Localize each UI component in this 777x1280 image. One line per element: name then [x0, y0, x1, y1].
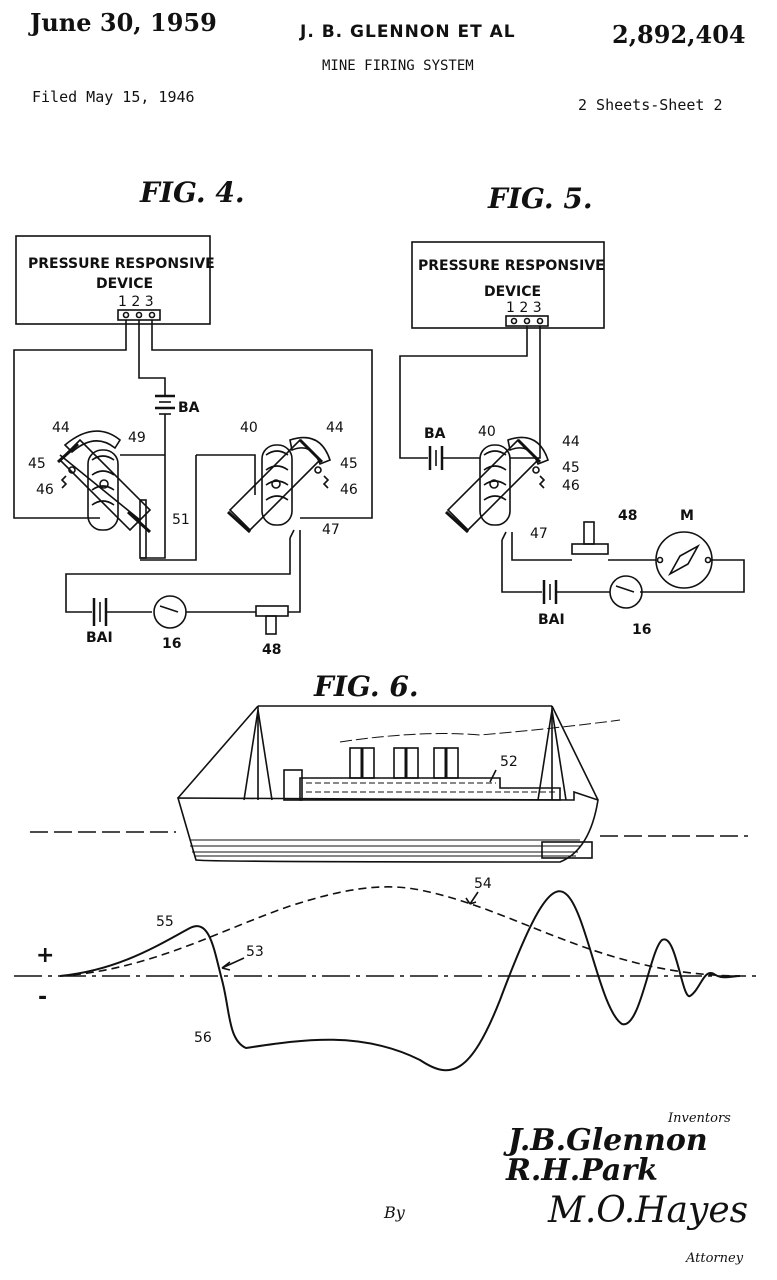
fig5-contact-47 [501, 531, 513, 541]
fig5-label-46: 46 [562, 478, 580, 494]
fig5-pressure-device-box [411, 241, 605, 329]
fig5-label-44: 44 [562, 434, 580, 450]
fig5-label-16: 16 [632, 622, 651, 638]
patent-number: 2,892,404 [612, 20, 746, 49]
fig4-box-line1: PRESSURE RESPONSIVE [28, 256, 215, 272]
fig4-label-bai: BAI [86, 630, 113, 646]
inventors-label: Inventors [667, 1111, 731, 1126]
fig6-minus-sign: - [38, 985, 47, 1010]
fig4-detonator-16 [153, 595, 187, 629]
fig6-label-56: 56 [194, 1030, 212, 1046]
attorney-label: Attorney [685, 1251, 744, 1266]
fig6-ship-52 [176, 705, 621, 863]
fig5-label-bai: BAI [538, 612, 565, 628]
fig4-relay-right [226, 436, 331, 534]
fig4-box-line2: DEVICE [96, 276, 153, 292]
fig6-label-52: 52 [500, 754, 518, 770]
fig4-label-46b: 46 [340, 482, 358, 498]
patent-date: June 30, 1959 [30, 8, 217, 37]
fig4-label-45a: 45 [28, 456, 46, 472]
fig5-switch-48 [571, 543, 609, 555]
fig4-label-47: 47 [322, 522, 340, 538]
fig5-label-45: 45 [562, 460, 580, 476]
fig6-label-53: 53 [246, 944, 264, 960]
fig4-terminal-numbers: 1 2 3 [118, 294, 154, 310]
fig4-wire-battery-down [140, 414, 166, 559]
fig5-relay [444, 436, 549, 534]
fig6-title: FIG. 6. [313, 670, 419, 703]
fig5-box-line2: DEVICE [484, 284, 541, 300]
fig6: FIG. 6. 52 [14, 670, 760, 1072]
fig5-title: FIG. 5. [487, 182, 593, 215]
fig4-right-pivot [271, 479, 281, 489]
fig4-label-45b: 45 [340, 456, 358, 472]
fig5-box-line1: PRESSURE RESPONSIVE [418, 258, 605, 274]
fig5-label-m: M [680, 508, 694, 524]
fig5: FIG. 5. PRESSURE RESPONSIVE DEVICE 1 2 3… [399, 182, 745, 638]
inventor-1-name: J.B.Glennon [503, 1123, 708, 1158]
fig4: FIG. 4. PRESSURE RESPONSIVE DEVICE 1 2 3… [13, 176, 373, 658]
footer: Inventors J.B.Glennon R.H.Park By M.O.Ha… [383, 1111, 748, 1266]
fig4-label-48: 48 [262, 642, 281, 658]
fig6-plus-sign: + [36, 943, 54, 968]
fig4-relay-left [56, 430, 152, 534]
fig4-label-46a: 46 [36, 482, 54, 498]
fig4-label-49: 49 [128, 430, 146, 446]
fig6-curve-55 [59, 890, 741, 1072]
fig4-switch-48 [255, 605, 289, 617]
filed-date: Filed May 15, 1946 [32, 88, 195, 106]
fig6-label-54: 54 [474, 876, 492, 892]
fig4-label-44b: 44 [326, 420, 344, 436]
inventors-heading: J. B. GLENNON ET AL [300, 22, 516, 42]
fig5-motor-m [655, 531, 713, 589]
fig5-label-40: 40 [478, 424, 496, 440]
fig4-wire-left [13, 320, 127, 519]
inventor-2-name: R.H.Park [505, 1153, 658, 1188]
attorney-signature: M.O.Hayes [547, 1190, 748, 1231]
fig4-wire-right [151, 320, 373, 519]
fig4-title: FIG. 4. [139, 176, 245, 209]
patent-title: MINE FIRING SYSTEM [322, 58, 474, 74]
fig4-label-44a: 44 [52, 420, 70, 436]
fig5-detonator-16 [609, 575, 643, 609]
fig4-terminal-strip [117, 309, 161, 321]
fig4-label-ba: BA [178, 400, 200, 416]
fig6-curve-54 [59, 886, 741, 977]
fig4-left-pivot [99, 479, 109, 489]
fig5-label-48: 48 [618, 508, 637, 524]
fig5-label-ba: BA [424, 426, 446, 442]
fig4-label-40: 40 [240, 420, 258, 436]
fig4-label-51: 51 [172, 512, 190, 528]
fig5-pivot [489, 479, 499, 489]
by-label: By [383, 1203, 406, 1222]
fig4-contact-47 [289, 529, 301, 539]
fig5-label-47: 47 [530, 526, 548, 542]
sheet-count: 2 Sheets-Sheet 2 [578, 96, 723, 114]
fig4-label-16: 16 [162, 636, 181, 652]
fig4-pressure-device-box [15, 235, 211, 325]
fig6-label-55: 55 [156, 914, 174, 930]
fig4-wire-to-battery [138, 320, 166, 396]
fig5-terminal-numbers: 1 2 3 [506, 300, 542, 316]
